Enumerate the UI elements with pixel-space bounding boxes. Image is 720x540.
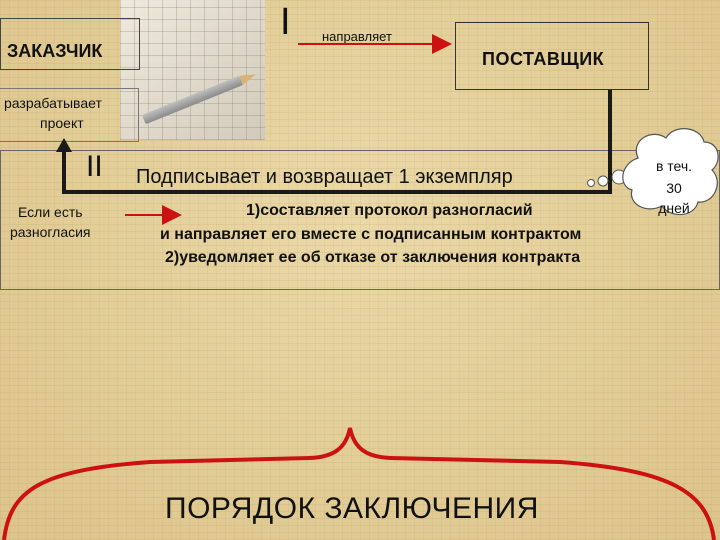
callout-line1: в теч. [655,158,693,174]
return-connector [62,90,612,194]
signs-returns-text: Подписывает и возвращает 1 экземпляр [136,166,513,188]
customer-box: ЗАКАЗЧИК [0,18,140,70]
if-disagreements-line1: Если есть [18,204,83,220]
supplier-box: ПОСТАВЩИК [455,22,649,90]
develops-label-line1: разрабатывает [4,95,102,111]
bottom-brace [2,427,716,540]
callout-dot-medium [597,175,609,187]
option1-line1: 1)составляет протокол разногласий [246,202,533,219]
callout-line2: 30 [666,180,682,196]
develops-project-box: разрабатывает проект [0,88,139,142]
return-arrow-head [56,138,72,152]
stage-two-marker: II [86,150,103,183]
option2: 2)уведомляет ее об отказе от заключения … [165,249,581,266]
sends-label: направляет [322,29,392,44]
procedure-label: ПОРЯДОК ЗАКЛЮЧЕНИЯ [165,492,539,525]
callout-dot-small [587,179,595,187]
option1-line2: и направляет его вместе с подписанным ко… [160,226,582,243]
callout-line3: дней [658,200,690,216]
stage-one-marker: I [280,1,291,43]
customer-label: ЗАКАЗЧИК [7,41,103,61]
callout-cloud [622,128,719,216]
supplier-label: ПОСТАВЩИК [482,49,605,69]
develops-label-line2: проект [40,115,84,131]
if-disagreements-line2: разногласия [10,224,91,240]
